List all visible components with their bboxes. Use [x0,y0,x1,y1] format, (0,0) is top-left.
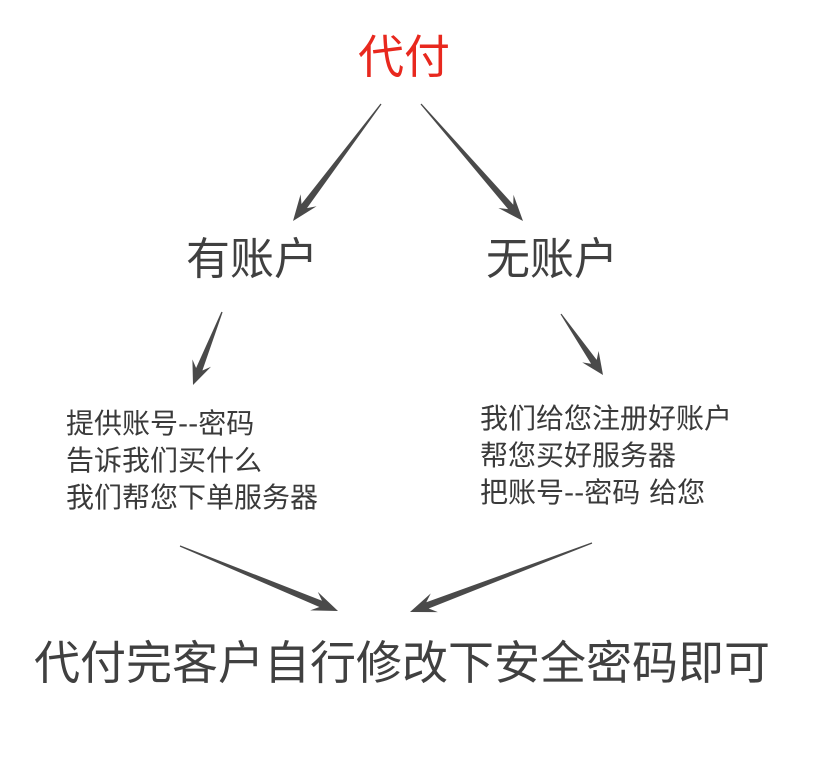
arrow-no-account-steps-to-conclusion [410,542,593,613]
arrow-root-to-no-account [420,103,523,221]
arrow-no-account-to-steps [560,313,603,375]
no-account-step-3: 把账号--密码 给您 [480,476,706,509]
no-account-steps: 我们给您注册好账户 帮您买好服务器 把账号--密码 给您 [480,400,732,511]
arrow-root-to-has-account [293,103,382,221]
branch-no-account-title: 无账户 [486,234,618,285]
conclusion-text: 代付完客户自行修改下安全密码即可 [34,636,770,690]
branch-has-account-title: 有账户 [186,234,318,285]
root-title: 代付 [358,30,450,84]
no-account-step-1: 我们给您注册好账户 [480,402,733,435]
has-account-step-3: 我们帮您下单服务器 [66,481,319,514]
arrow-has-account-steps-to-conclusion [179,545,338,611]
arrow-has-account-to-steps [192,311,223,385]
has-account-step-2: 告诉我们买什么 [66,444,263,477]
has-account-step-1: 提供账号--密码 [66,407,255,440]
no-account-step-2: 帮您买好服务器 [480,439,677,472]
has-account-steps: 提供账号--密码 告诉我们买什么 我们帮您下单服务器 [66,405,318,516]
